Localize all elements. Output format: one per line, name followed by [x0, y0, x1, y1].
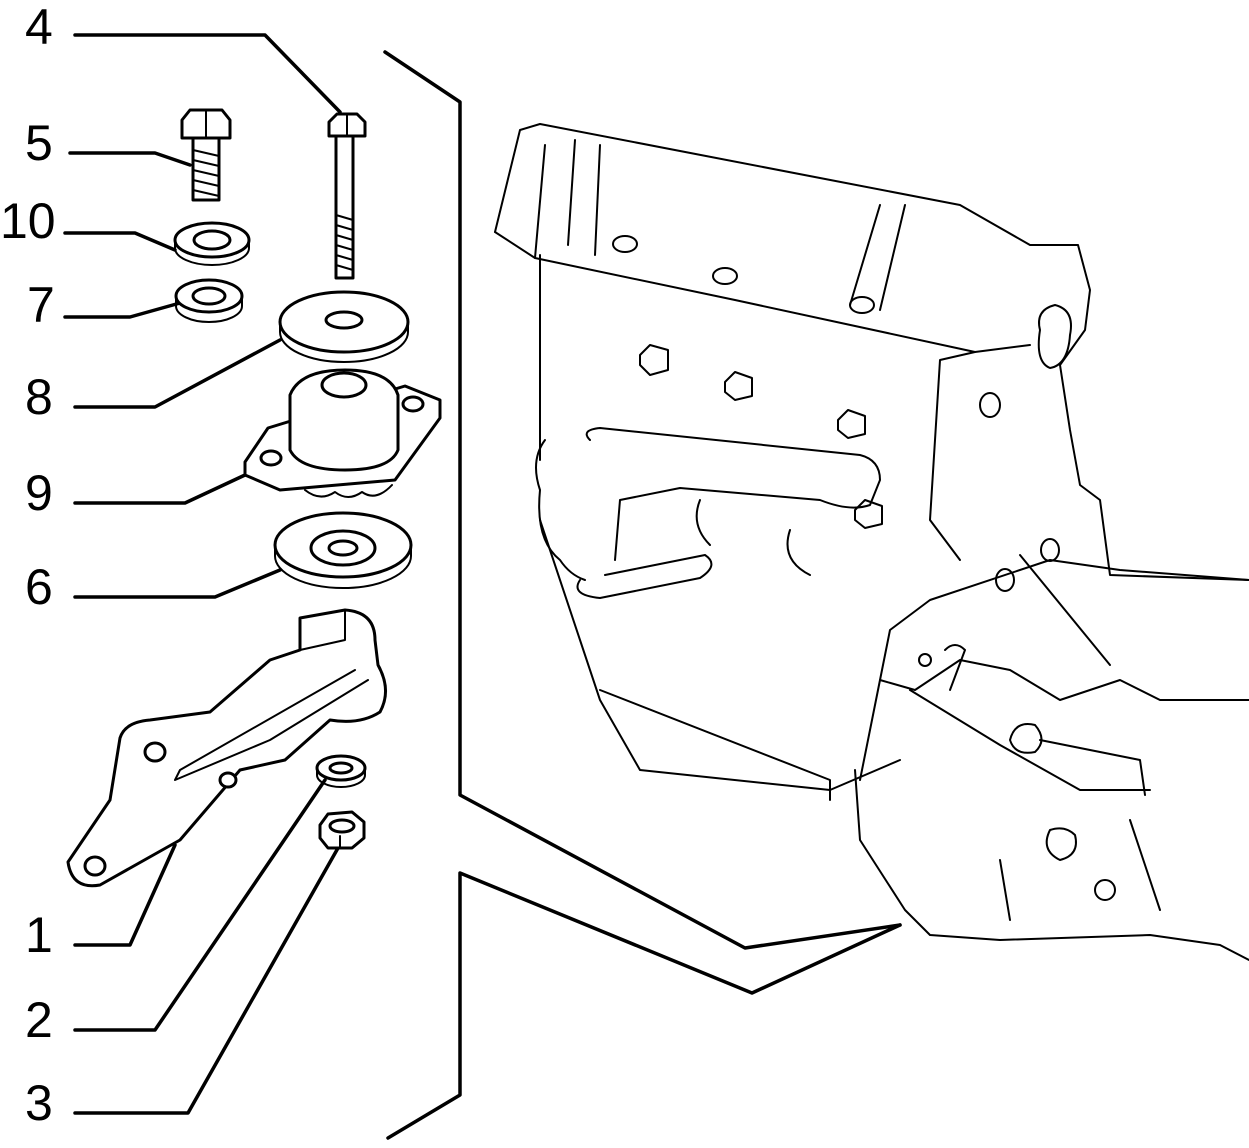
callout-6: 6	[25, 559, 53, 615]
callout-3: 3	[25, 1075, 53, 1131]
part-7-washer	[174, 278, 244, 323]
leader-lines	[63, 33, 342, 1115]
leader-9	[73, 473, 247, 505]
callout-2: 2	[25, 992, 53, 1048]
leader-6	[73, 568, 282, 599]
callout-7: 7	[27, 277, 55, 333]
section-bracket	[383, 50, 902, 1140]
part-2-washer	[315, 754, 367, 788]
part-10-washer	[173, 221, 251, 266]
leader-5	[68, 151, 192, 167]
leader-7	[63, 301, 182, 319]
part-3-nut	[318, 810, 366, 850]
part-1-bracket	[66, 608, 387, 888]
leader-1	[73, 843, 177, 947]
part-8-flat-washer	[278, 290, 410, 363]
part-9-rubber-mount	[243, 368, 442, 498]
engine-block-drawing	[494, 123, 1249, 961]
leader-8	[73, 338, 282, 409]
callout-5: 5	[25, 115, 53, 171]
callout-9: 9	[25, 465, 53, 521]
leader-3	[73, 846, 340, 1115]
callout-10: 10	[0, 193, 56, 249]
leader-10	[63, 231, 177, 252]
part-6-dished-washer	[273, 511, 413, 589]
callout-4: 4	[25, 0, 53, 55]
leader-2	[73, 778, 327, 1032]
part-5-short-bolt	[180, 108, 232, 202]
callout-1: 1	[25, 907, 53, 963]
part-4-long-bolt	[327, 112, 367, 280]
leader-4	[73, 33, 342, 114]
callout-8: 8	[25, 369, 53, 425]
